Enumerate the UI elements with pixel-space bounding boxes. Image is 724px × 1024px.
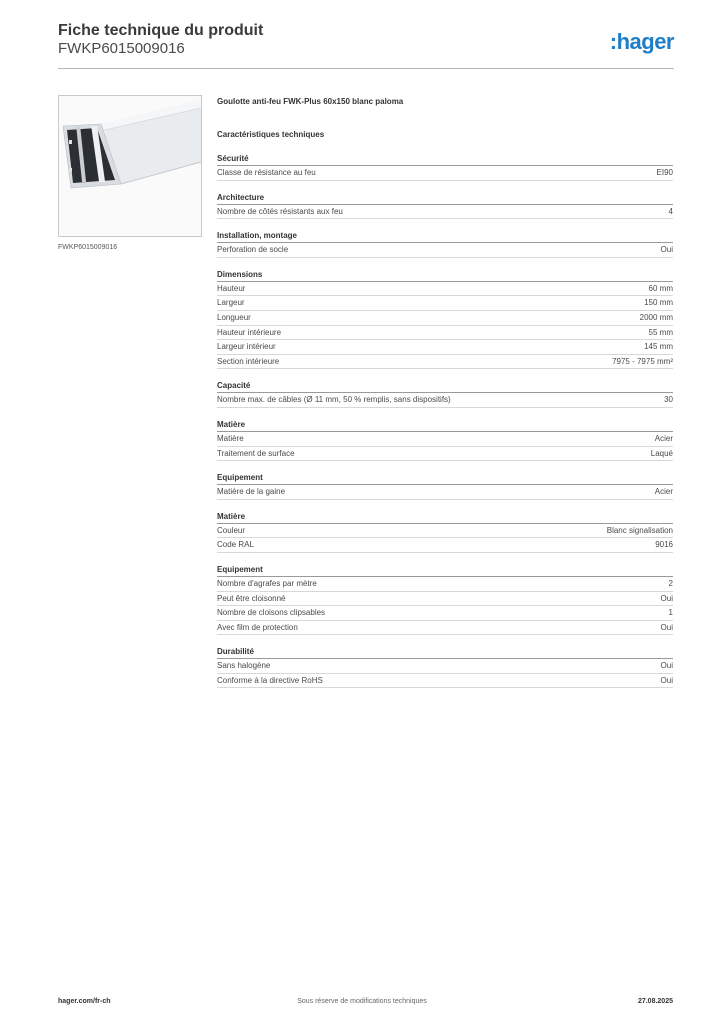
spec-value: EI90 [656, 168, 673, 177]
spec-label: Nombre max. de câbles (Ø 11 mm, 50 % rem… [217, 395, 451, 405]
spec-row: Avec film de protection Oui [217, 621, 673, 636]
section-title: Matière [217, 418, 673, 432]
spec-value: 55 mm [648, 327, 673, 337]
section-title: Installation, montage [217, 229, 673, 244]
spec-label: Longueur [217, 312, 251, 322]
spec-value: Oui [660, 675, 673, 685]
spec-content: Goulotte anti-feu FWK-Plus 60x150 blanc … [217, 96, 673, 698]
spec-value: 2000 mm [639, 312, 673, 322]
spec-value: Blanc signalisation [606, 525, 673, 535]
spec-value: Oui [660, 593, 673, 603]
section-title: Architecture [217, 191, 673, 205]
spec-label: Perforation de socle [217, 245, 289, 255]
spec-value: Acier [654, 487, 673, 497]
spec-row: Nombre de côtés résistants aux feu 4 [217, 205, 673, 220]
spec-value: 4 [668, 206, 673, 216]
spec-label: Avec film de protection [217, 622, 298, 632]
spec-row: Hauteur intérieure 55 mm [217, 326, 673, 341]
spec-label: Code RAL [217, 540, 254, 550]
spec-row: Largeur 150 mm [217, 296, 673, 311]
spec-value: Oui [660, 661, 673, 671]
spec-row: Perforation de socle Oui [217, 243, 673, 258]
spec-value: 30 [664, 395, 673, 405]
spec-label: Nombre de cloisons clipsables [217, 608, 326, 618]
spec-label: Hauteur intérieure [217, 327, 282, 337]
spec-row: Sans halogène Oui [217, 659, 673, 674]
cable-trunking-illustration [62, 100, 201, 189]
spec-row: Nombre de cloisons clipsables 1 [217, 606, 673, 621]
spec-label: Traitement de surface [217, 448, 295, 458]
spec-label: Matière de la gaine [217, 487, 286, 497]
spec-row: Largeur intérieur 145 mm [217, 340, 673, 355]
spec-value: 60 mm [648, 283, 673, 293]
spec-label: Classe de résistance au feu [217, 168, 316, 177]
hager-logo: :hager [609, 29, 675, 54]
spec-label: Matière [217, 433, 244, 443]
spec-value: 9016 [655, 540, 673, 550]
spec-value: 145 mm [644, 342, 673, 352]
header-divider [58, 68, 674, 69]
spec-value: Laqué [650, 448, 673, 458]
spec-row: Peut être cloisonné Oui [217, 592, 673, 607]
spec-label: Section intérieure [217, 356, 280, 366]
spec-label: Nombre d'agrafes par mètre [217, 578, 317, 588]
spec-value: Acier [654, 433, 673, 443]
spec-value: 1 [668, 608, 673, 618]
footer-date: 27.08.2025 [637, 998, 673, 1005]
page-title: Fiche technique du produit [58, 22, 264, 39]
spec-value: 2 [668, 578, 673, 588]
spec-row: Longueur 2000 mm [217, 311, 673, 326]
characteristics-title: Caractéristiques techniques [217, 130, 325, 139]
spec-label: Largeur intérieur [217, 342, 276, 352]
spec-label: Nombre de côtés résistants aux feu [217, 206, 343, 216]
section-title: Equipement [217, 471, 673, 486]
section-title: Matière [217, 510, 673, 524]
spec-row: Traitement de surface Laqué [217, 447, 673, 462]
spec-value: 150 mm [644, 298, 673, 308]
product-reference: FWKP6015009016 [58, 40, 185, 57]
section-title: Capacité [217, 379, 673, 394]
section-title: Dimensions [217, 268, 673, 282]
footer-notice: Sous réserve de modifications techniques [297, 998, 427, 1005]
spec-row: Matière Acier [217, 432, 673, 447]
spec-label: Hauteur [217, 283, 246, 293]
spec-row: Classe de résistance au feu EI90 [217, 166, 673, 181]
section-title: Sécurité [217, 152, 673, 166]
product-name: Goulotte anti-feu FWK-Plus 60x150 blanc … [217, 97, 404, 106]
image-caption: FWKP6015009016 [58, 244, 118, 251]
spec-row: Nombre max. de câbles (Ø 11 mm, 50 % rem… [217, 393, 673, 408]
spec-label: Peut être cloisonné [217, 593, 286, 603]
spec-label: Sans halogène [217, 661, 271, 671]
product-image [58, 95, 202, 237]
spec-label: Couleur [217, 525, 246, 535]
spec-value: 7975 - 7975 mm² [612, 356, 673, 366]
spec-row: Couleur Blanc signalisation [217, 524, 673, 539]
section-title: Equipement [217, 563, 673, 577]
spec-row: Conforme à la directive RoHS Oui [217, 674, 673, 689]
spec-value: Oui [660, 245, 673, 255]
spec-label: Largeur [217, 298, 245, 308]
footer-website: hager.com/fr-ch [58, 998, 111, 1005]
spec-label: Conforme à la directive RoHS [217, 675, 323, 685]
spec-row: Section intérieure 7975 - 7975 mm² [217, 355, 673, 370]
spec-value: Oui [660, 622, 673, 632]
spec-row: Nombre d'agrafes par mètre 2 [217, 577, 673, 592]
spec-row: Matière de la gaine Acier [217, 485, 673, 500]
spec-row: Hauteur 60 mm [217, 282, 673, 297]
section-title: Durabilité [217, 645, 673, 660]
spec-row: Code RAL 9016 [217, 538, 673, 553]
